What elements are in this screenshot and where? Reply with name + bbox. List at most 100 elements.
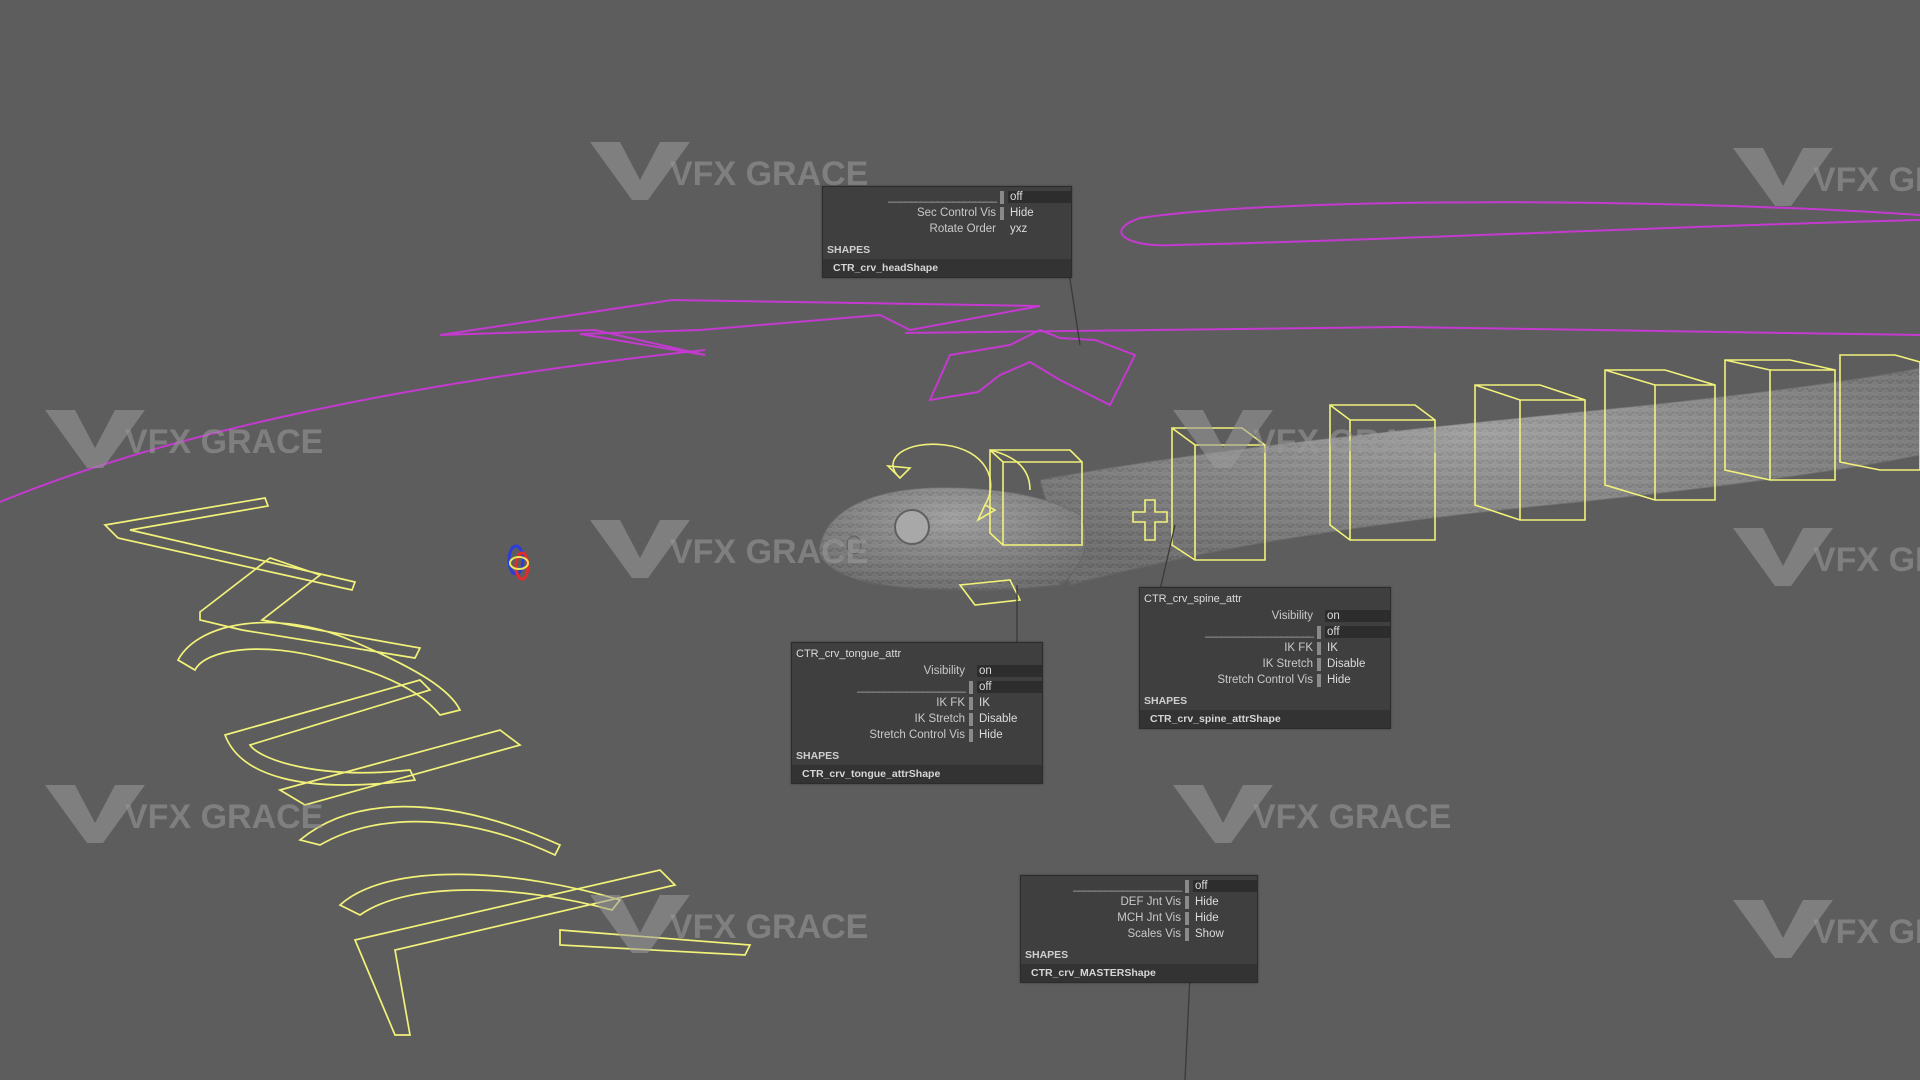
- watermarks: VFX GRACE VFX GRACE VFX GRACE VFX GRACE …: [45, 142, 1920, 958]
- hud-row-marker: [969, 696, 973, 710]
- hud-row: IK FK IK: [792, 695, 1042, 711]
- hud-row-value[interactable]: off: [1008, 191, 1071, 203]
- hud-row: Stretch Control Vis Hide: [792, 727, 1042, 743]
- hud-row-value[interactable]: Hide: [1327, 674, 1351, 686]
- hud-row-marker: [1317, 673, 1321, 687]
- hud-row-label: MCH Jnt Vis: [1117, 912, 1181, 924]
- hud-row-marker: [969, 712, 973, 726]
- hud-row-value[interactable]: IK: [1327, 642, 1338, 654]
- hud-row-marker: [1185, 911, 1189, 925]
- hud-row-label: ____________________: [888, 191, 997, 203]
- watermark-text: VFX GRACE: [1253, 423, 1451, 461]
- spine-fk-boxes: [989, 354, 1920, 561]
- hud-row-value[interactable]: off: [1325, 626, 1390, 638]
- hud-row-marker: [1317, 625, 1321, 639]
- hud-shapes-header: SHAPES: [827, 244, 871, 256]
- watermark-text: VFX GRACE: [670, 533, 868, 571]
- hud-row: MCH Jnt Vis Hide: [1021, 910, 1257, 926]
- hud-row-label: Sec Control Vis: [916, 207, 996, 219]
- hud-row-value[interactable]: Hide: [1010, 207, 1034, 219]
- hud-row-value[interactable]: off: [1193, 880, 1257, 892]
- hud-row-label: IK FK: [936, 697, 965, 709]
- hud-row-label: IK Stretch: [914, 713, 966, 725]
- hud-row: ____________________ off: [792, 679, 1042, 695]
- hud-row-marker: [1185, 895, 1189, 909]
- hud-row-value[interactable]: yxz: [1010, 223, 1028, 235]
- spine-ik-cross: [1132, 499, 1168, 541]
- hud-row-value[interactable]: Show: [1195, 928, 1224, 940]
- pivot-gizmo-icon[interactable]: [507, 544, 530, 581]
- body-ctrl-curve: [904, 325, 1920, 336]
- hud-row-value[interactable]: on: [977, 665, 1042, 677]
- hud-row: Stretch Control Vis Hide: [1140, 672, 1390, 688]
- hud-row-label: IK FK: [1284, 642, 1313, 654]
- head-rotate-arrows-curve: [928, 328, 1137, 407]
- hud-row-value[interactable]: IK: [979, 697, 990, 709]
- hud-row-value[interactable]: Hide: [1195, 896, 1219, 908]
- watermark-text: VFX GRACE: [125, 423, 323, 461]
- hud-row-marker: [969, 665, 973, 678]
- hud-panel-title: CTR_crv_tongue_attr: [796, 648, 902, 660]
- hud-row-label: IK Stretch: [1262, 658, 1314, 670]
- snake-eye: [894, 509, 930, 545]
- hud-shape-item[interactable]: CTR_crv_headShape: [823, 259, 1071, 277]
- hud-row-label: Visibility: [1271, 610, 1313, 622]
- magenta-control-curves[interactable]: [0, 201, 1920, 503]
- hud-row: IK FK IK: [1140, 640, 1390, 656]
- head-fk-box: [989, 449, 1031, 491]
- hud-row-marker: [1000, 223, 1004, 236]
- hud-panel-title: CTR_crv_spine_attr: [1144, 593, 1242, 605]
- watermark-text: VFX GRACE: [1253, 798, 1451, 836]
- hud-row-marker: [1185, 879, 1189, 893]
- hud-shape-item[interactable]: CTR_crv_tongue_attrShape: [792, 765, 1042, 783]
- hud-shape-item[interactable]: CTR_crv_MASTERShape: [1021, 964, 1257, 982]
- hud-row-marker: [1317, 657, 1321, 671]
- watermark-logo-icon: [45, 142, 1833, 958]
- hud-row-value[interactable]: Disable: [979, 713, 1018, 725]
- hud-row-value[interactable]: Hide: [979, 729, 1003, 741]
- hud-row-label: Stretch Control Vis: [1217, 674, 1313, 686]
- head-rotate-ring: [885, 443, 997, 522]
- hud-panel-spine[interactable]: CTR_crv_spine_attr Visibility on _______…: [1139, 587, 1391, 729]
- hud-row: ____________________ off: [823, 189, 1071, 205]
- hud-row-value[interactable]: Disable: [1327, 658, 1366, 670]
- hud-row-label: Rotate Order: [929, 223, 996, 235]
- hud-row-label: DEF Jnt Vis: [1120, 896, 1182, 908]
- hud-panel-head[interactable]: ____________________ off Sec Control Vis…: [822, 186, 1072, 278]
- hud-row: IK Stretch Disable: [792, 711, 1042, 727]
- watermark-text: VFX GRACE: [1813, 161, 1920, 199]
- watermark-text: VFX GRACE: [125, 798, 323, 836]
- hud-row-value[interactable]: off: [977, 681, 1042, 693]
- hud-shape-item[interactable]: CTR_crv_spine_attrShape: [1140, 710, 1390, 728]
- hud-row-marker: [1000, 206, 1004, 220]
- hud-row-label: ____________________: [857, 681, 966, 693]
- hud-row-label: Visibility: [923, 665, 965, 677]
- hud-shapes-header: SHAPES: [1144, 695, 1188, 707]
- hud-row-marker: [1317, 610, 1321, 623]
- hud-row: ____________________ off: [1140, 624, 1390, 640]
- hud-row-label: Scales Vis: [1127, 928, 1181, 940]
- hud-row: DEF Jnt Vis Hide: [1021, 894, 1257, 910]
- hud-leader-lines: [1016, 265, 1191, 1080]
- hud-row-marker: [969, 728, 973, 742]
- hud-row-label: ____________________: [1073, 880, 1182, 892]
- hud-panel-master[interactable]: ____________________ off DEF Jnt Vis Hid…: [1020, 875, 1258, 983]
- ground-text-outline: [103, 497, 752, 1036]
- hud-row-value[interactable]: on: [1325, 610, 1390, 622]
- hud-row-value[interactable]: Hide: [1195, 912, 1219, 924]
- hud-row-label: Stretch Control Vis: [869, 729, 965, 741]
- main-ctrl-curve: [439, 298, 1041, 356]
- global-control-curve: [0, 349, 706, 503]
- hud-row-marker: [1000, 190, 1004, 204]
- watermark-text: VFX GRACE: [670, 908, 868, 946]
- hud-shapes-header: SHAPES: [796, 750, 840, 762]
- hud-row: IK Stretch Disable: [1140, 656, 1390, 672]
- hud-row: Scales Vis Show: [1021, 926, 1257, 942]
- hud-panel-tongue[interactable]: CTR_crv_tongue_attr Visibility on ______…: [791, 642, 1043, 784]
- hud-row-marker: [1185, 927, 1189, 941]
- hud-row: Sec Control Vis Hide: [823, 205, 1071, 221]
- snake-mesh[interactable]: [818, 367, 1920, 591]
- tail-ctrl-loop: [1120, 201, 1920, 247]
